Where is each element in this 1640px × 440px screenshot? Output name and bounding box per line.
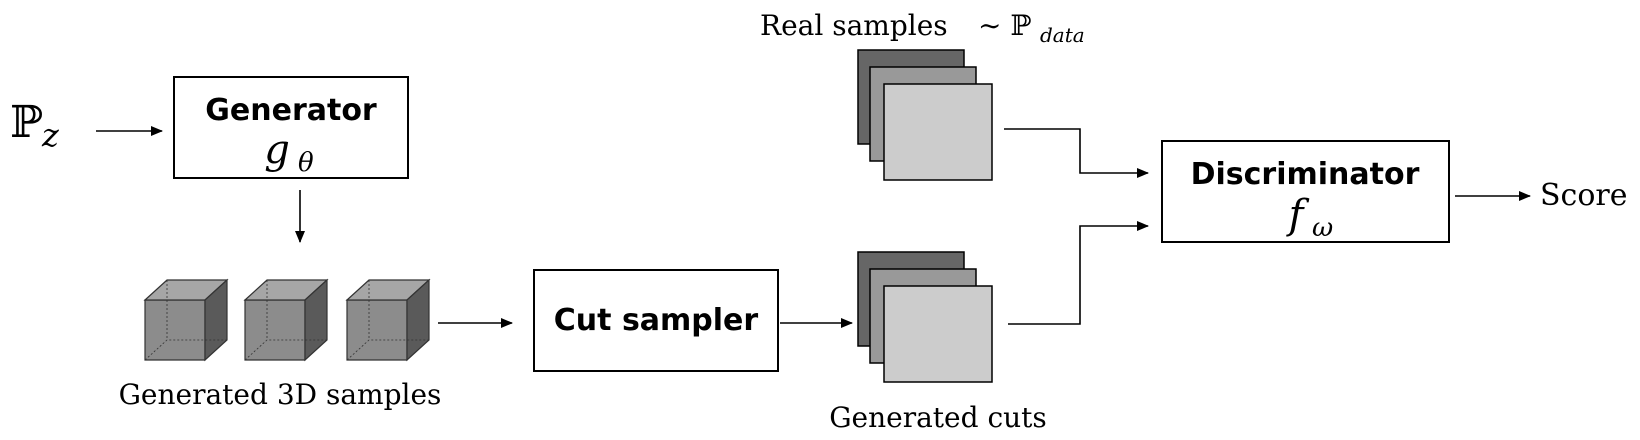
cube-icon (345, 278, 431, 362)
arrow-cuts-to-discriminator (1008, 221, 1149, 325)
generator-box: Generator g θ (173, 76, 409, 179)
generated-3d-samples: Generated 3D samples (119, 278, 442, 411)
input-symbol: ℙ (10, 97, 43, 148)
cut-sampler-box: Cut sampler (533, 269, 779, 372)
discriminator-title: Discriminator (1191, 157, 1420, 192)
discriminator-box: Discriminator f ω (1161, 140, 1450, 243)
cube-icon (143, 278, 229, 362)
real-samples-label-math: ∼ ℙ (978, 9, 1031, 42)
generated-cuts-stack: Generated cuts (829, 251, 1047, 434)
generator-subscript: θ (298, 148, 314, 178)
generated-cuts-label: Generated cuts (829, 401, 1047, 434)
cube-hidden-edge (346, 339, 429, 361)
cut-sampler-rect (533, 269, 779, 372)
generator-title: Generator (205, 93, 377, 128)
cube-hidden-edge (144, 339, 227, 361)
cut-front (883, 285, 993, 383)
real-sample-front (883, 83, 993, 181)
cube-hidden-edge (244, 339, 327, 361)
discriminator-rect (1161, 140, 1450, 243)
input-subscript: z (41, 116, 60, 154)
cube-front-face (144, 299, 206, 361)
generator-rect (173, 76, 409, 179)
cube-front-face (244, 299, 306, 361)
real-samples-stack: Real samples ∼ ℙ data (760, 9, 1085, 181)
score-label: Score (1540, 178, 1628, 213)
discriminator-subscript: ω (1312, 213, 1333, 243)
cube-front-face (346, 299, 408, 361)
arrow-real-to-discriminator (1004, 128, 1149, 178)
real-samples-label-sub: data (1040, 23, 1085, 47)
cube-icon (243, 278, 329, 362)
real-samples-label-text: Real samples (760, 9, 948, 42)
input-distribution: ℙ z (10, 97, 60, 154)
cube-group-label: Generated 3D samples (119, 378, 442, 411)
cut-sampler-title: Cut sampler (554, 303, 759, 338)
generator-symbol: g (264, 127, 290, 173)
